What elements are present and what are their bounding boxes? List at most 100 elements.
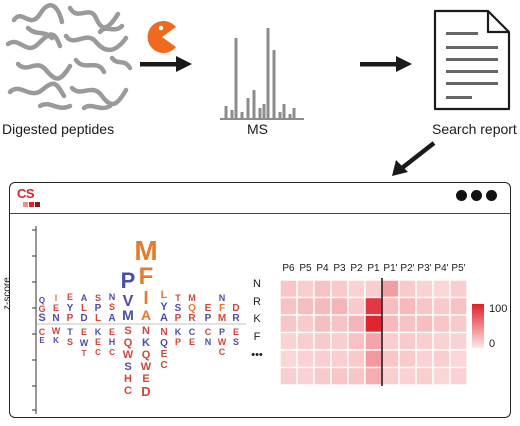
heatmap-cell: [296, 314, 315, 334]
svg-text:P: P: [67, 313, 74, 324]
heatmap-cell: [280, 279, 298, 299]
svg-text:S: S: [67, 337, 73, 347]
heatmap-color-legend: [472, 304, 484, 348]
heatmap-cell: [398, 366, 417, 386]
svg-text:M: M: [188, 293, 196, 303]
ms-spectrum-icon: [220, 28, 304, 120]
heatmap-cell: [347, 279, 366, 299]
heatmap-cell: [280, 366, 298, 386]
svg-text:R: R: [188, 313, 196, 324]
heatmap-cell: [364, 296, 383, 316]
svg-text:T: T: [175, 293, 181, 303]
svg-text:S: S: [124, 361, 131, 373]
svg-text:K: K: [53, 336, 59, 345]
svg-text:T: T: [67, 327, 73, 337]
svg-text:D: D: [232, 303, 239, 314]
legend-min-label: 0: [489, 338, 496, 350]
heatmap-cell: [313, 331, 332, 351]
svg-text:S: S: [38, 312, 45, 324]
arrow-right-icon: [140, 56, 192, 72]
heatmap-cell: [330, 296, 349, 316]
heatmap-cell: [432, 296, 451, 316]
heatmap-cell: [381, 296, 400, 316]
svg-text:A: A: [81, 293, 88, 303]
heatmap-cell: [415, 279, 434, 299]
heatmap-row-label: R: [253, 296, 261, 308]
svg-text:E: E: [67, 292, 73, 302]
heatmap-row-label: K: [253, 313, 261, 325]
svg-text:M: M: [218, 313, 226, 324]
heatmap-cell: [296, 349, 315, 369]
heatmap-cell: [364, 349, 383, 369]
heatmap-cell: [347, 349, 366, 369]
heatmap-cell: [313, 366, 332, 386]
svg-text:Q: Q: [142, 349, 151, 361]
svg-text:E: E: [189, 337, 195, 347]
heatmap-cell: [381, 279, 400, 299]
svg-text:E: E: [109, 327, 115, 337]
heatmap-cell: [280, 349, 298, 369]
heatmap-cell: [364, 279, 383, 299]
svg-text:C: C: [189, 327, 196, 337]
heatmap-cell: [330, 349, 349, 369]
heatmap-cell: [432, 279, 451, 299]
heatmap-cell: [347, 366, 366, 386]
svg-text:N: N: [205, 337, 212, 347]
heatmap-cell: [296, 279, 315, 299]
svg-text:E: E: [39, 336, 45, 345]
logo-square-3: [35, 202, 40, 207]
heatmap-column-label: P4: [316, 263, 329, 274]
svg-text:M: M: [134, 235, 157, 266]
svg-text:Q: Q: [188, 303, 196, 314]
logo-square-2: [29, 202, 34, 207]
heatmap-cell: [415, 331, 434, 351]
app-logo-text: CS: [17, 186, 35, 201]
heatmap-cell: [449, 331, 468, 351]
svg-text:Q: Q: [124, 337, 133, 349]
heatmap-cell: [415, 296, 434, 316]
svg-text:C: C: [109, 348, 115, 357]
svg-text:H: H: [124, 373, 132, 385]
heatmap-cell: [398, 296, 417, 316]
svg-text:S: S: [95, 293, 101, 303]
svg-text:A: A: [141, 307, 151, 323]
heatmap-column-label: P4': [434, 263, 449, 274]
heatmap-cell: [347, 314, 366, 334]
app-logo: CS: [16, 186, 44, 214]
heatmap-cell: [449, 366, 468, 386]
heatmap-column-label: P5: [299, 263, 312, 274]
heatmap-cell: [415, 366, 434, 386]
heatmap-cell: [330, 331, 349, 351]
svg-text:A: A: [160, 312, 168, 324]
heatmap-cell: [415, 349, 434, 369]
svg-text:K: K: [142, 337, 150, 349]
heatmap-cell: [398, 279, 417, 299]
svg-text:S: S: [233, 337, 239, 347]
heatmap-cell: [330, 366, 349, 386]
legend-max-label: 100: [489, 303, 508, 315]
heatmap-cell: [280, 331, 298, 351]
heatmap-cell: [449, 349, 468, 369]
heatmap-cell: [381, 331, 400, 351]
heatmap-cell: [330, 314, 349, 334]
heatmap-cell: [432, 366, 451, 386]
svg-text:W: W: [52, 326, 61, 336]
menu-dot-2: [471, 190, 482, 201]
more-dots-icon[interactable]: [456, 189, 500, 203]
svg-text:E: E: [142, 373, 149, 385]
svg-text:G: G: [38, 304, 45, 314]
svg-text:F: F: [139, 263, 154, 290]
svg-text:H: H: [109, 337, 116, 347]
svg-text:S: S: [109, 302, 115, 312]
z-score-axis-label: z-score: [2, 277, 13, 310]
heatmap-column-label: P3: [333, 263, 346, 274]
pacman-icon: [147, 21, 176, 54]
heatmap-cell: [381, 349, 400, 369]
svg-text:P: P: [175, 313, 182, 324]
heatmap-cell: [364, 314, 383, 334]
heatmap-cell: [347, 296, 366, 316]
heatmap-cell: [330, 279, 349, 299]
svg-text:K: K: [175, 327, 182, 337]
heatmap-cell: [364, 366, 383, 386]
heatmap-cell: [313, 296, 332, 316]
